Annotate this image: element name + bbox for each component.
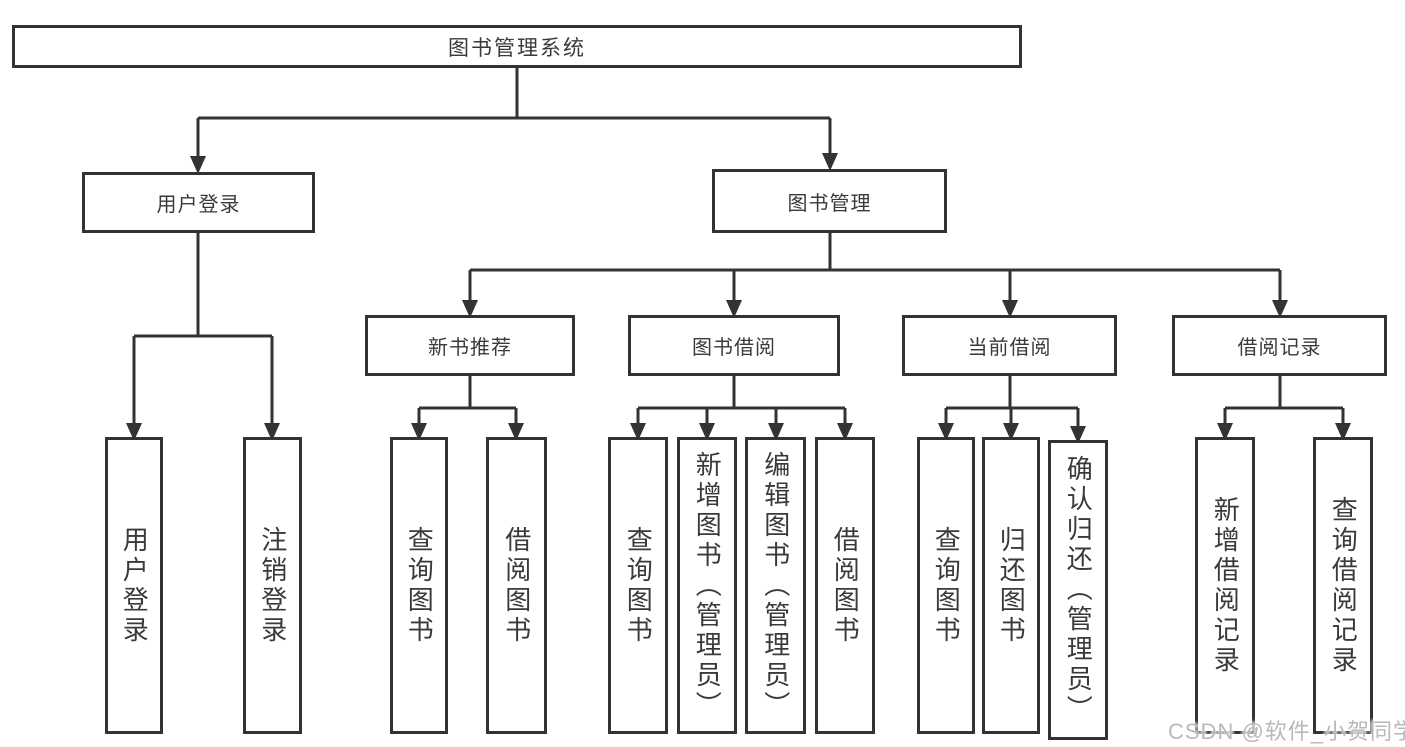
node-root: 图书管理系统	[12, 25, 1022, 68]
leaf-logout: 注销登录	[243, 437, 302, 734]
node-book-borrow: 图书借阅	[628, 315, 840, 376]
leaf-label: 用户登录	[119, 525, 150, 646]
leaf-edit-book-admin: 编辑图书（管理员）	[745, 437, 806, 734]
leaf-query-borrow-record: 查询借阅记录	[1313, 437, 1373, 734]
node-current-borrow: 当前借阅	[902, 315, 1117, 376]
leaf-user-login: 用户登录	[105, 437, 163, 734]
leaf-confirm-return-admin: 确认归还（管理员）	[1048, 440, 1108, 740]
leaf-add-book-admin: 新增图书（管理员）	[677, 437, 737, 734]
leaf-return-book: 归还图书	[982, 437, 1040, 734]
leaf-label: 借阅图书	[830, 525, 861, 646]
leaf-label: 编辑图书（管理员）	[760, 450, 791, 721]
leaf-label: 确认归还（管理员）	[1063, 455, 1094, 725]
leaf-label: 归还图书	[996, 525, 1027, 646]
leaf-add-borrow-record: 新增借阅记录	[1195, 437, 1255, 734]
leaf-query-book-3: 查询图书	[917, 437, 975, 734]
leaf-query-book-1: 查询图书	[390, 437, 448, 734]
leaf-label: 查询图书	[931, 525, 962, 646]
node-new-book-recommend: 新书推荐	[365, 315, 575, 376]
leaf-label: 查询图书	[623, 525, 654, 646]
node-user-login: 用户登录	[82, 172, 315, 233]
csdn-watermark: CSDN @软件_小贺同学	[1168, 719, 1405, 744]
leaf-label: 新增图书（管理员）	[692, 450, 723, 721]
leaf-label: 查询借阅记录	[1328, 495, 1359, 676]
leaf-borrow-book-1: 借阅图书	[486, 437, 547, 734]
leaf-label: 注销登录	[257, 525, 288, 646]
leaf-query-book-2: 查询图书	[608, 437, 668, 734]
node-book-management: 图书管理	[712, 169, 947, 233]
node-borrow-records: 借阅记录	[1172, 315, 1387, 376]
leaf-label: 查询图书	[404, 525, 435, 646]
leaf-borrow-book-2: 借阅图书	[815, 437, 875, 734]
leaf-label: 新增借阅记录	[1210, 495, 1241, 676]
leaf-label: 借阅图书	[501, 525, 532, 646]
